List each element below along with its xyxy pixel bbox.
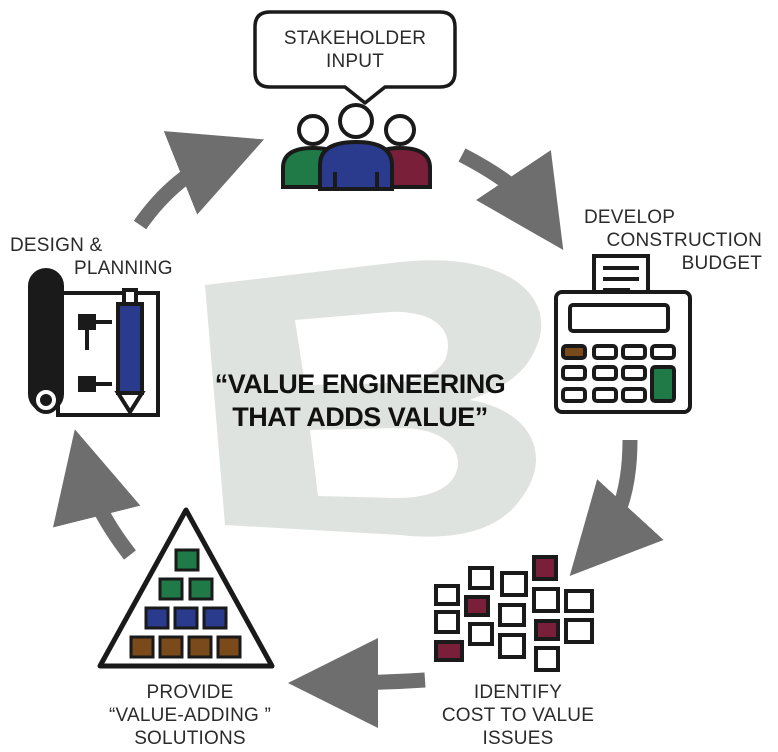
arrow-provide-to-design: [53, 429, 141, 560]
blueprint-icon: [28, 268, 160, 417]
arrow-stakeholder-to-budget: [458, 148, 564, 250]
center-quote: “VALUE ENGINEERING THAT ADDS VALUE”: [214, 369, 506, 432]
speech-bubble: [253, 10, 457, 105]
arrow-design-to-stakeholder: [133, 131, 264, 230]
arrow-budget-to-identify: [569, 439, 664, 577]
people-icon: [281, 103, 432, 191]
scattered-squares-icon: [434, 555, 594, 672]
design-planning-label: DESIGN & PLANNING: [10, 235, 173, 279]
identify-issues-label: IDENTIFY COST TO VALUE ISSUES: [441, 682, 595, 749]
pyramid-icon: [97, 507, 275, 669]
watermark-b-logo: [205, 260, 542, 537]
develop-budget-label: DEVELOP CONSTRUCTION BUDGET: [584, 207, 762, 274]
stakeholder-input-label: STAKEHOLDER INPUT: [283, 28, 427, 72]
cycle-arrows: [53, 131, 664, 728]
calculator-icon: [554, 254, 692, 414]
provide-solutions-label: PROVIDE “VALUE-ADDING ” SOLUTIONS: [108, 682, 272, 749]
arrow-identify-to-provide: [288, 637, 426, 728]
